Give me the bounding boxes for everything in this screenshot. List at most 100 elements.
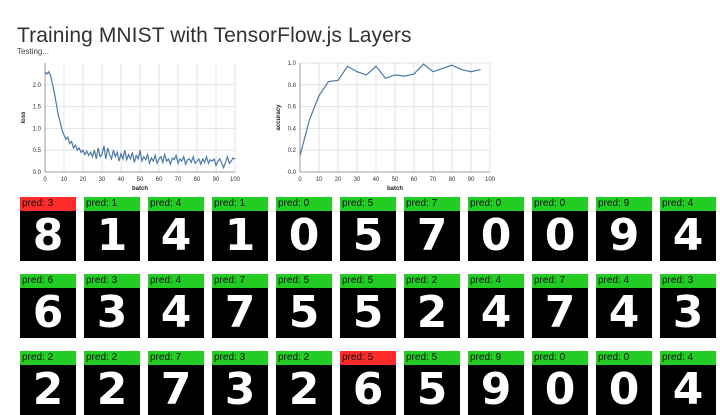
y-tick-label: 0.0 [288, 170, 297, 176]
x-tick-label: 90 [213, 177, 220, 183]
prediction-label: pred: 0 [532, 351, 588, 365]
digit-image: 4 [480, 287, 512, 338]
y-tick-label: 2.0 [33, 83, 42, 89]
prediction-label: pred: 5 [404, 351, 460, 365]
digit-image: 6 [352, 364, 384, 415]
digit-image: 5 [352, 210, 384, 261]
x-tick-label: 100 [230, 177, 241, 183]
prediction-label: pred: 7 [532, 274, 588, 288]
x-tick-label: 100 [485, 177, 496, 183]
x-axis-label: batch [132, 186, 148, 192]
prediction-label: pred: 5 [276, 274, 332, 288]
digit-image: 7 [416, 210, 448, 261]
y-tick-label: 1.5 [33, 105, 42, 111]
digit-image: 8 [32, 210, 64, 261]
digit-image: 2 [96, 364, 128, 415]
x-tick-label: 20 [80, 177, 87, 183]
status-text: Testing... [17, 47, 50, 56]
prediction-label: pred: 7 [212, 274, 268, 288]
prediction-label: pred: 5 [340, 274, 396, 288]
x-tick-label: 10 [316, 177, 323, 183]
y-tick-label: 0.0 [33, 170, 42, 176]
prediction-label: pred: 4 [660, 197, 716, 211]
prediction-label: pred: 5 [340, 351, 396, 365]
prediction-label: pred: 3 [212, 351, 268, 365]
prediction-label: pred: 2 [404, 274, 460, 288]
digit-image: 3 [672, 287, 704, 338]
series-line [299, 63, 481, 156]
prediction-label: pred: 0 [596, 351, 652, 365]
prediction-label: pred: 9 [596, 197, 652, 211]
x-tick-label: 0 [43, 177, 47, 183]
digit-image: 3 [96, 287, 128, 338]
prediction-label: pred: 4 [596, 274, 652, 288]
digit-image: 3 [224, 364, 256, 415]
x-tick-label: 80 [194, 177, 201, 183]
x-tick-label: 70 [430, 177, 437, 183]
digit-image: 5 [288, 287, 320, 338]
series-line [44, 70, 236, 170]
digit-image: 2 [32, 364, 64, 415]
digit-image: 0 [544, 364, 576, 415]
prediction-label: pred: 0 [276, 197, 332, 211]
prediction-label: pred: 3 [20, 197, 76, 211]
digit-image: 9 [480, 364, 512, 415]
x-tick-label: 50 [392, 177, 399, 183]
digit-image: 2 [416, 287, 448, 338]
prediction-label: pred: 2 [20, 351, 76, 365]
x-tick-label: 70 [175, 177, 182, 183]
digit-image: 1 [224, 210, 256, 261]
digit-image: 4 [160, 287, 192, 338]
prediction-label: pred: 0 [468, 197, 524, 211]
x-axis-label: batch [387, 186, 403, 192]
digit-image: 4 [672, 210, 704, 261]
prediction-label: pred: 4 [148, 197, 204, 211]
digit-image: 0 [608, 364, 640, 415]
prediction-label: pred: 1 [84, 197, 140, 211]
x-tick-label: 90 [468, 177, 475, 183]
prediction-label: pred: 7 [148, 351, 204, 365]
y-tick-label: 0.2 [288, 148, 297, 154]
prediction-label: pred: 3 [660, 274, 716, 288]
y-axis-label: loss [21, 111, 27, 124]
prediction-label: pred: 6 [20, 274, 76, 288]
prediction-label: pred: 3 [84, 274, 140, 288]
x-tick-label: 30 [354, 177, 361, 183]
y-tick-label: 0.5 [33, 148, 42, 154]
page-title: Training MNIST with TensorFlow.js Layers [17, 24, 412, 48]
x-tick-label: 30 [99, 177, 106, 183]
prediction-label: pred: 4 [468, 274, 524, 288]
x-tick-label: 50 [137, 177, 144, 183]
y-tick-label: 0.8 [288, 83, 297, 89]
digit-image: 7 [544, 287, 576, 338]
digit-image: 0 [480, 210, 512, 261]
y-axis-label: accuracy [276, 104, 282, 131]
prediction-label: pred: 4 [148, 274, 204, 288]
